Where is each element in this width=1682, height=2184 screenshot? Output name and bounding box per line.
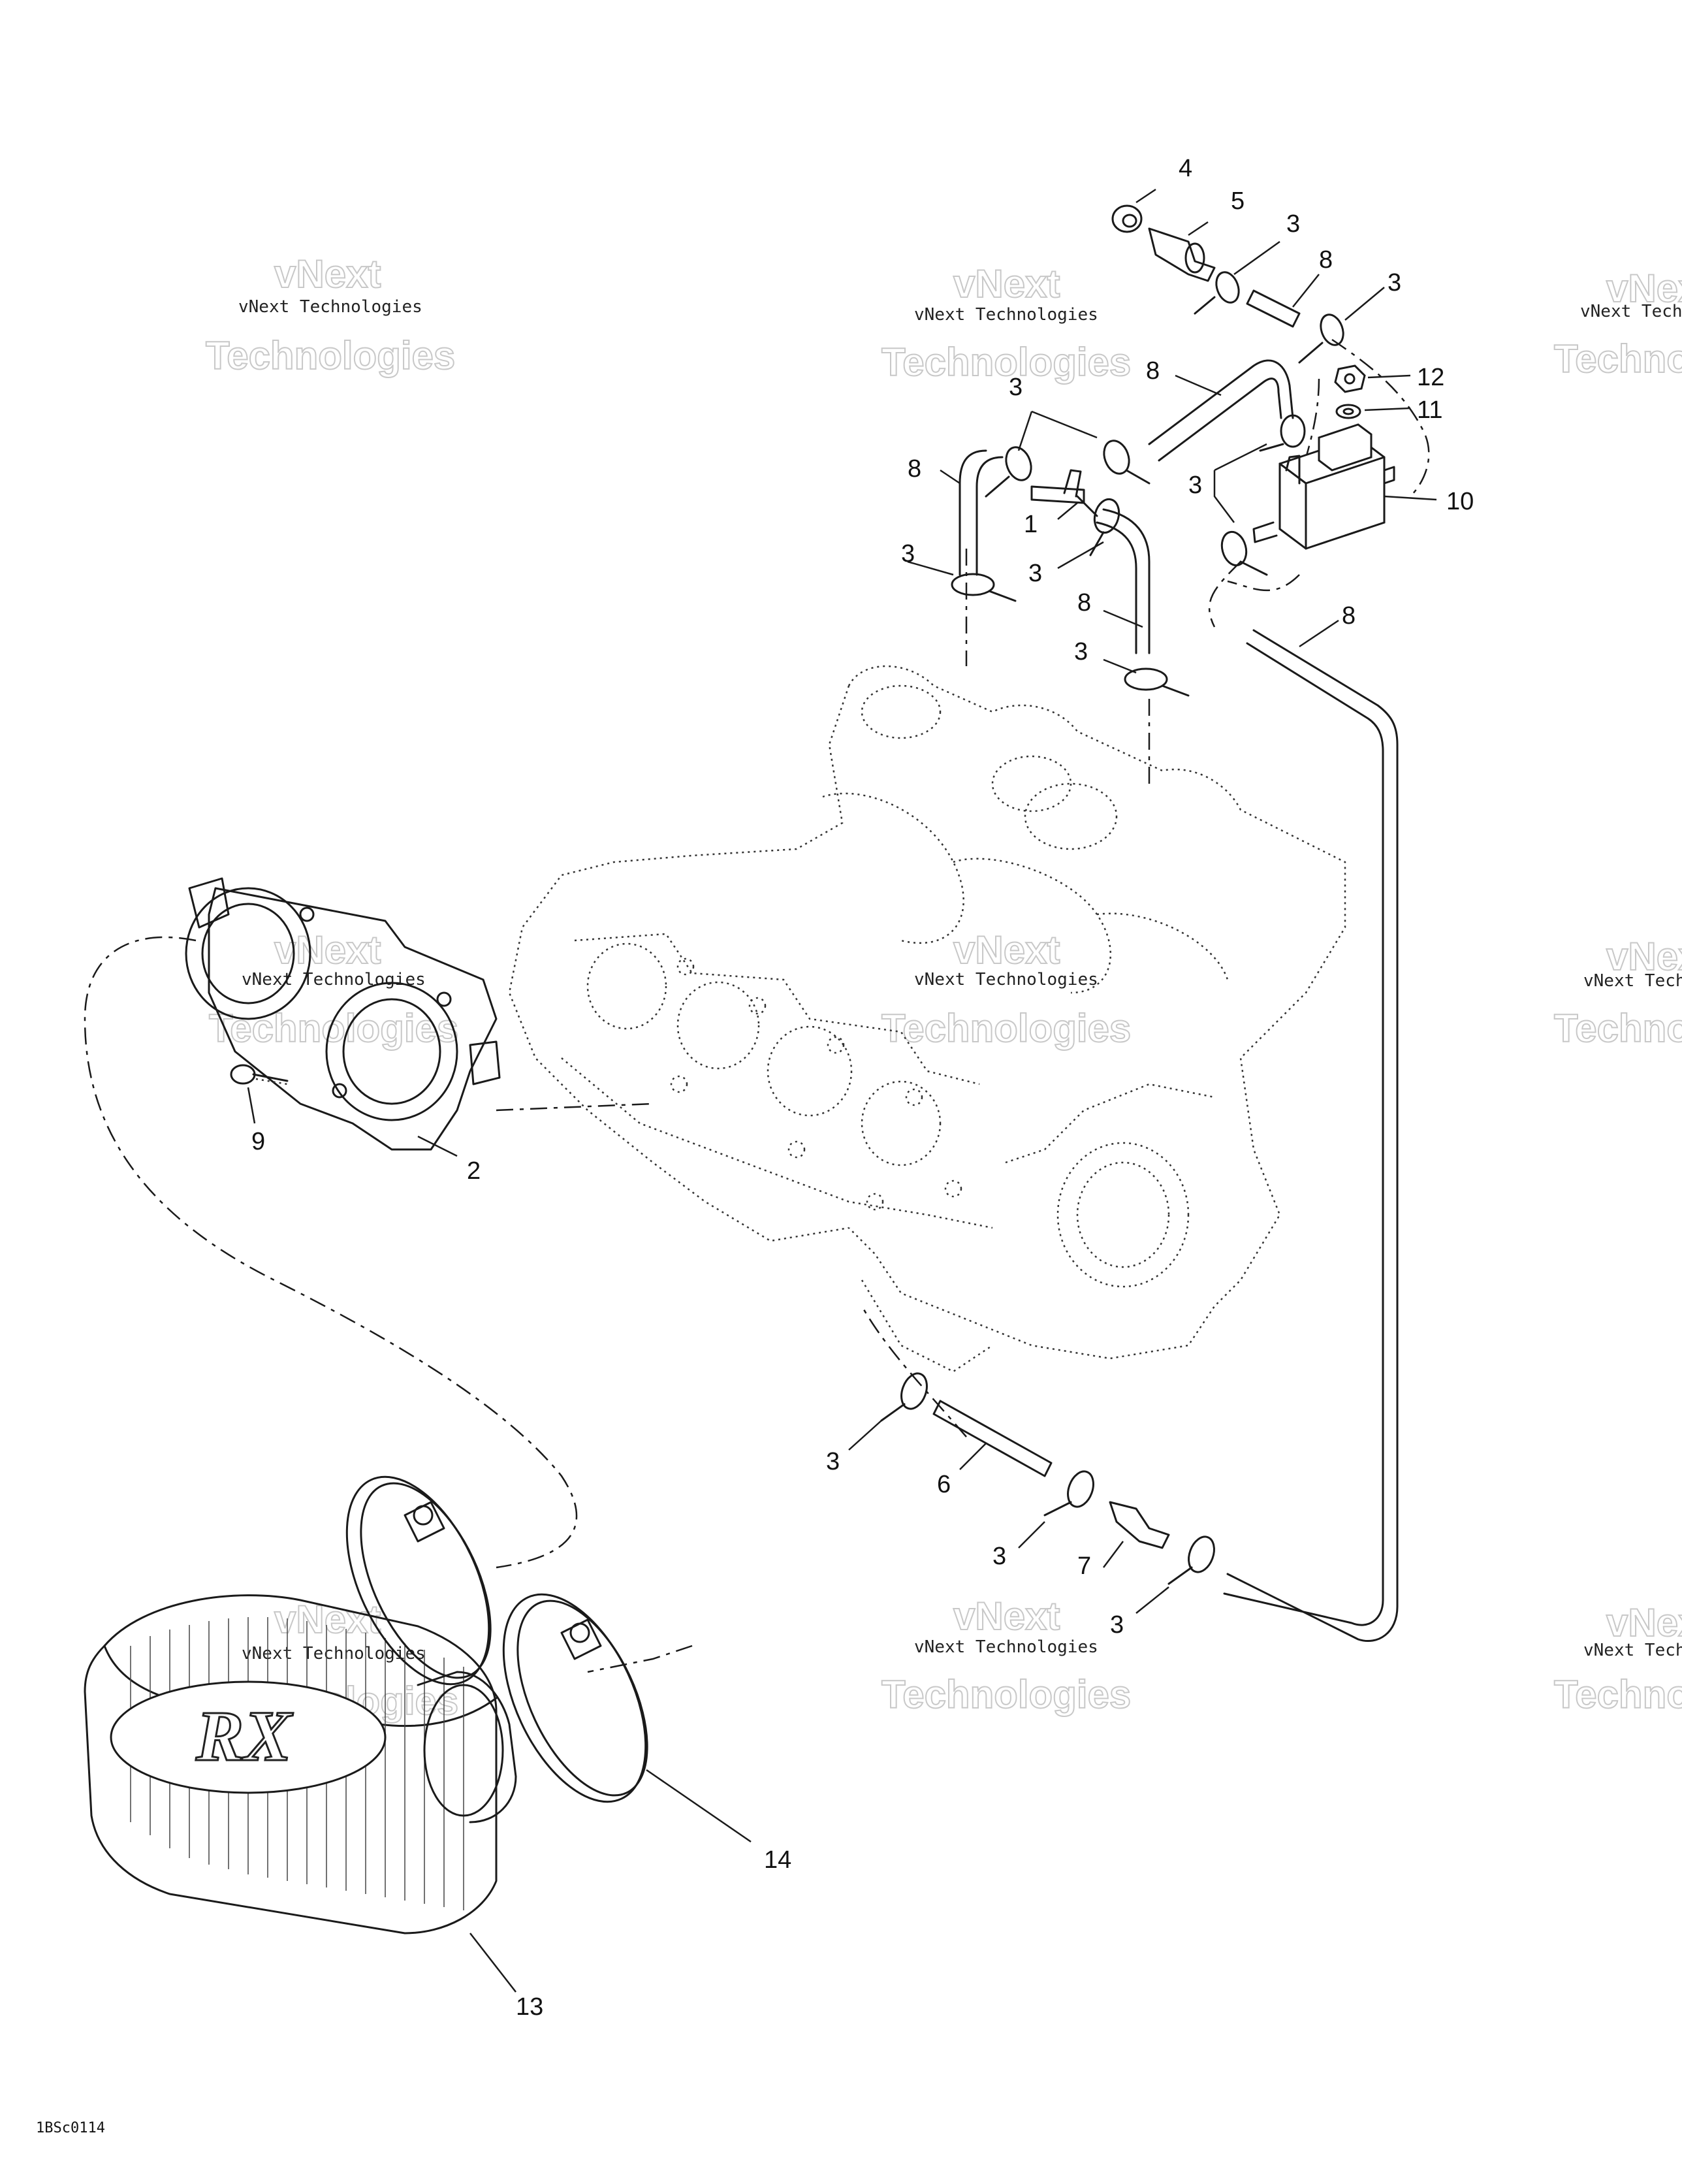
nut bbox=[1334, 364, 1366, 393]
callout-8-left: 8 bbox=[908, 455, 921, 483]
callout-3-bottom-c: 3 bbox=[1110, 1611, 1124, 1639]
watermark-bottom-center: vNext vNext Technologies Technologies bbox=[881, 1594, 1132, 1717]
callout-9: 9 bbox=[251, 1128, 265, 1155]
callout-3-below: 3 bbox=[1074, 638, 1088, 666]
svg-text:Technologies: Technologies bbox=[206, 334, 455, 377]
callouts: 4 5 3 8 3 12 11 10 8 3 8 1 3 3 8 3 3 8 9… bbox=[251, 155, 1474, 2021]
filter-logo: RX bbox=[195, 1696, 293, 1776]
svg-text:Technologies: Technologies bbox=[1554, 337, 1682, 381]
clamp-top bbox=[1194, 271, 1240, 315]
reference-code: 1BSc0114 bbox=[36, 2120, 105, 2136]
callout-7: 7 bbox=[1077, 1552, 1091, 1580]
inline-fitting bbox=[1109, 1501, 1170, 1549]
engine-block bbox=[508, 665, 1346, 1373]
hose-short-bottom bbox=[932, 1400, 1053, 1477]
callout-3-pair: 3 bbox=[1009, 374, 1023, 401]
svg-text:Technologies: Technologies bbox=[881, 340, 1131, 384]
svg-text:vNext: vNext bbox=[953, 1594, 1060, 1638]
hose-right-long bbox=[1223, 629, 1399, 1643]
svg-text:Technologies: Technologies bbox=[881, 1006, 1131, 1050]
svg-text:vNext Technologies: vNext Technologies bbox=[238, 297, 422, 317]
callout-3-left: 3 bbox=[901, 540, 915, 568]
callout-4: 4 bbox=[1179, 155, 1192, 182]
svg-text:vNext: vNext bbox=[1606, 266, 1682, 310]
watermark-top-left: vNext vNext Technologies Technologies bbox=[205, 251, 456, 378]
clamp-left-lower bbox=[951, 573, 1017, 602]
callout-2: 2 bbox=[467, 1157, 481, 1185]
callout-8-mid: 8 bbox=[1146, 357, 1160, 385]
svg-text:Technologies: Technologies bbox=[1554, 1006, 1682, 1050]
clamp-center-upper bbox=[1089, 498, 1120, 556]
callout-3-topright: 3 bbox=[1388, 269, 1401, 297]
hose-clamp-upper bbox=[345, 1475, 492, 1686]
assembly-lines bbox=[84, 338, 1430, 1673]
svg-text:vNext Technologies: vNext Technologies bbox=[1583, 1641, 1682, 1660]
clamp-solenoid-lower bbox=[1220, 530, 1268, 576]
watermark-mid-left: vNext vNext Technologies Technologies bbox=[208, 927, 459, 1051]
callout-6: 6 bbox=[937, 1471, 951, 1498]
watermark-bottom-right: vNext vNext Technologies Technologies bbox=[1553, 1600, 1682, 1717]
callout-3-center: 3 bbox=[1028, 560, 1042, 587]
clamp-solenoid bbox=[1259, 414, 1306, 452]
callout-1: 1 bbox=[1024, 511, 1038, 538]
svg-text:vNext Technologies: vNext Technologies bbox=[914, 970, 1098, 989]
svg-text:vNext: vNext bbox=[953, 262, 1060, 306]
throttle-body-adapter bbox=[185, 877, 501, 1151]
clamp-bottom-a bbox=[880, 1372, 928, 1422]
bolt bbox=[230, 1064, 289, 1085]
callout-5: 5 bbox=[1231, 187, 1245, 215]
svg-text:Technologies: Technologies bbox=[1554, 1673, 1682, 1716]
svg-text:Technologies: Technologies bbox=[209, 1006, 458, 1050]
svg-text:vNext Technologies: vNext Technologies bbox=[914, 1637, 1098, 1657]
watermark-mid-center: vNext vNext Technologies Technologies bbox=[881, 927, 1132, 1051]
filter-pleats bbox=[130, 1617, 464, 1910]
svg-text:Technologies: Technologies bbox=[881, 1673, 1131, 1716]
watermark-mid-right: vNext vNext Technologies Technologies bbox=[1553, 934, 1682, 1051]
svg-text:vNext: vNext bbox=[1606, 935, 1682, 978]
clamp-center-lower bbox=[1124, 667, 1190, 697]
svg-text:vNext Technologies: vNext Technologies bbox=[242, 970, 426, 989]
cap bbox=[1111, 204, 1143, 233]
hose-upper-mid bbox=[1148, 359, 1294, 462]
clamp-bottom-c bbox=[1167, 1535, 1215, 1585]
hose-short-top bbox=[1246, 289, 1301, 328]
svg-text:vNext Technologies: vNext Technologies bbox=[242, 1644, 426, 1663]
callout-3-top: 3 bbox=[1286, 210, 1300, 238]
air-filter: RX bbox=[84, 1594, 517, 1935]
watermark-top-center: vNext vNext Technologies Technologies bbox=[881, 261, 1132, 385]
svg-text:vNext Technologies: vNext Technologies bbox=[1583, 971, 1682, 991]
svg-text:vNext: vNext bbox=[1606, 1601, 1682, 1645]
callout-8-top: 8 bbox=[1319, 246, 1333, 274]
callout-3-bottom-a: 3 bbox=[826, 1448, 840, 1475]
washer bbox=[1335, 404, 1361, 419]
solenoid-valve bbox=[1252, 423, 1395, 550]
clamp-upper-left bbox=[985, 446, 1032, 498]
fitting bbox=[1148, 227, 1216, 282]
svg-text:vNext: vNext bbox=[953, 928, 1060, 972]
clamp-upper-right bbox=[1103, 440, 1150, 485]
svg-text:vNext Technologies: vNext Technologies bbox=[914, 305, 1098, 325]
callout-3-right: 3 bbox=[1188, 472, 1202, 499]
watermark-top-right: vNext vNext Technologies Technologies bbox=[1553, 266, 1682, 381]
callout-8-center: 8 bbox=[1077, 589, 1091, 617]
leader-lines bbox=[247, 188, 1437, 1993]
callout-12: 12 bbox=[1417, 364, 1444, 391]
callout-14: 14 bbox=[764, 1846, 791, 1874]
hose-center bbox=[1096, 508, 1150, 654]
callout-13: 13 bbox=[516, 1993, 543, 2021]
callout-11: 11 bbox=[1417, 396, 1442, 424]
t-fitting bbox=[1030, 469, 1098, 517]
callout-8-right: 8 bbox=[1342, 602, 1356, 630]
svg-text:vNext Technologies: vNext Technologies bbox=[1580, 302, 1682, 321]
clamp-bottom-b bbox=[1043, 1470, 1094, 1517]
hose-left bbox=[959, 449, 1004, 576]
callout-10: 10 bbox=[1446, 488, 1474, 515]
hose-clamp-lower bbox=[502, 1593, 648, 1803]
clamp-top-right bbox=[1298, 313, 1344, 364]
svg-text:vNext: vNext bbox=[274, 252, 381, 296]
callout-3-bottom-b: 3 bbox=[992, 1543, 1006, 1570]
